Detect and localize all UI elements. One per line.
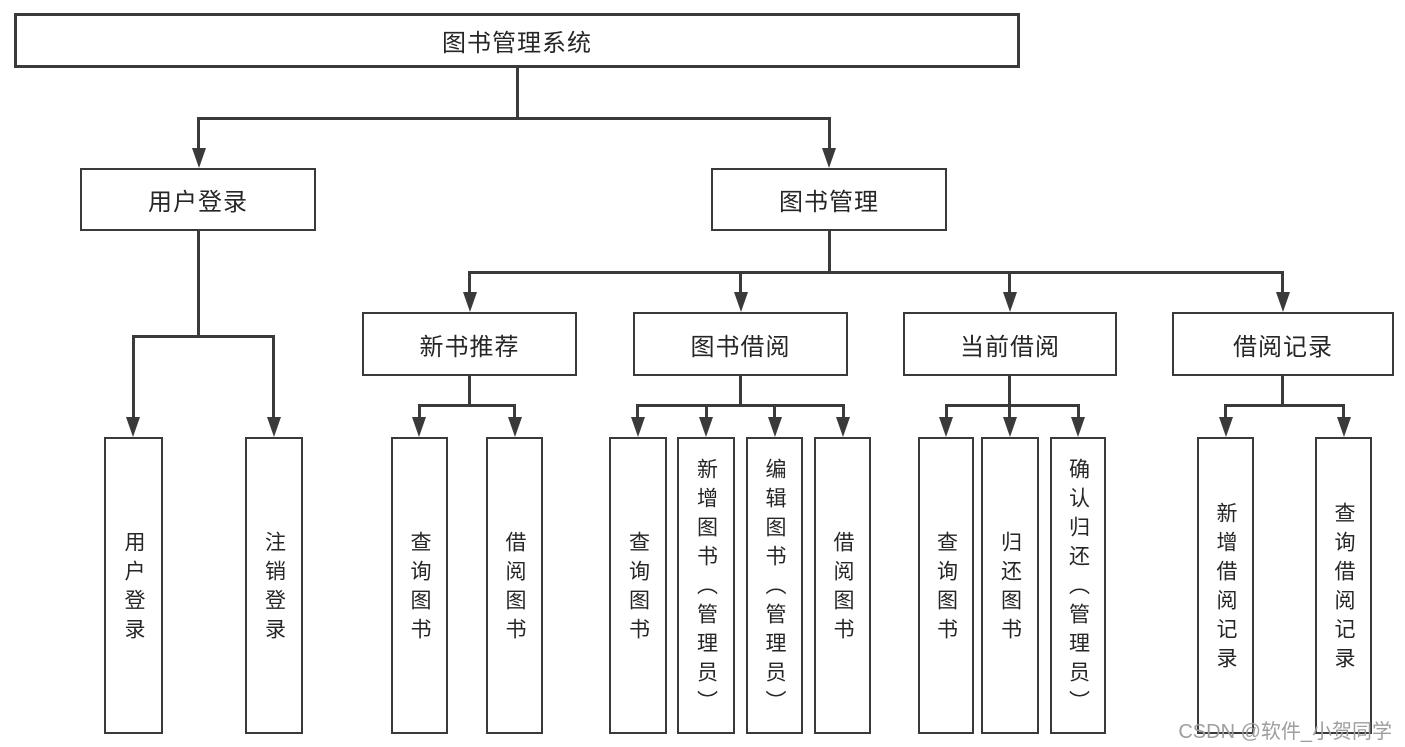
connector-vline: [1008, 404, 1011, 419]
arrow-down-icon: [1003, 417, 1017, 437]
connector-vline: [132, 335, 135, 419]
arrow-down-icon: [508, 417, 522, 437]
connector-vline: [1008, 376, 1011, 407]
connector-hline: [636, 404, 844, 407]
node-book-management: 图书管理: [711, 168, 947, 231]
connector-vline: [842, 404, 845, 419]
arrow-down-icon: [192, 148, 206, 168]
node-current-borrowing: 当前借阅: [903, 312, 1117, 376]
connector-hline: [132, 335, 275, 338]
arrow-down-icon: [463, 292, 477, 312]
connector-vline: [272, 335, 275, 419]
connector-vline: [1342, 404, 1345, 419]
leaf-query-books-current: 查询图书: [918, 437, 974, 734]
connector-vline: [1008, 271, 1011, 294]
watermark: CSDN @软件_小贺同学: [1178, 721, 1392, 743]
connector-vline: [636, 404, 639, 419]
connector-vline: [1224, 404, 1227, 419]
arrow-down-icon: [1219, 417, 1233, 437]
connector-vline: [516, 68, 519, 120]
connector-vline: [828, 231, 831, 274]
connector-hline: [945, 404, 1080, 407]
arrow-down-icon: [822, 148, 836, 168]
arrow-down-icon: [734, 292, 748, 312]
leaf-add-borrow-record: 新增借阅记录: [1197, 437, 1254, 734]
leaf-query-books-recommend: 查询图书: [391, 437, 448, 734]
connector-hline: [468, 271, 1284, 274]
arrow-down-icon: [1337, 417, 1351, 437]
node-new-book-recommend: 新书推荐: [362, 312, 577, 376]
leaf-add-books-admin: 新增图书（管理员）: [677, 437, 735, 734]
connector-vline: [739, 376, 742, 407]
leaf-return-books: 归还图书: [981, 437, 1039, 734]
arrow-down-icon: [1276, 292, 1290, 312]
arrow-down-icon: [1003, 292, 1017, 312]
leaf-confirm-return-admin: 确认归还（管理员）: [1050, 437, 1106, 734]
arrow-down-icon: [267, 417, 281, 437]
leaf-query-borrow-record: 查询借阅记录: [1315, 437, 1372, 734]
leaf-edit-books-admin: 编辑图书（管理员）: [746, 437, 803, 734]
node-library-system: 图书管理系统: [14, 13, 1020, 68]
leaf-user-login: 用户登录: [104, 437, 163, 734]
arrow-down-icon: [1071, 417, 1085, 437]
arrow-down-icon: [768, 417, 782, 437]
leaf-logout: 注销登录: [245, 437, 303, 734]
arrow-down-icon: [631, 417, 645, 437]
connector-vline: [468, 271, 471, 294]
arrow-down-icon: [836, 417, 850, 437]
arrow-down-icon: [126, 417, 140, 437]
node-book-borrowing: 图书借阅: [633, 312, 848, 376]
connector-vline: [1077, 404, 1080, 419]
leaf-borrow-books: 借阅图书: [814, 437, 871, 734]
node-borrowing-records: 借阅记录: [1172, 312, 1394, 376]
connector-vline: [197, 117, 200, 150]
connector-vline: [773, 404, 776, 419]
connector-vline: [828, 117, 831, 150]
connector-vline: [945, 404, 948, 419]
connector-hline: [418, 404, 516, 407]
connector-vline: [1281, 376, 1284, 407]
connector-vline: [468, 376, 471, 407]
node-user-login: 用户登录: [80, 168, 316, 231]
arrow-down-icon: [939, 417, 953, 437]
connector-hline: [197, 117, 831, 120]
leaf-borrow-books-recommend: 借阅图书: [486, 437, 543, 734]
connector-hline: [1224, 404, 1345, 407]
arrow-down-icon: [699, 417, 713, 437]
connector-vline: [739, 271, 742, 294]
connector-vline: [1281, 271, 1284, 294]
connector-vline: [513, 404, 516, 419]
connector-vline: [705, 404, 708, 419]
arrow-down-icon: [412, 417, 426, 437]
connector-vline: [418, 404, 421, 419]
connector-vline: [197, 231, 200, 338]
leaf-query-books-borrowing: 查询图书: [609, 437, 667, 734]
